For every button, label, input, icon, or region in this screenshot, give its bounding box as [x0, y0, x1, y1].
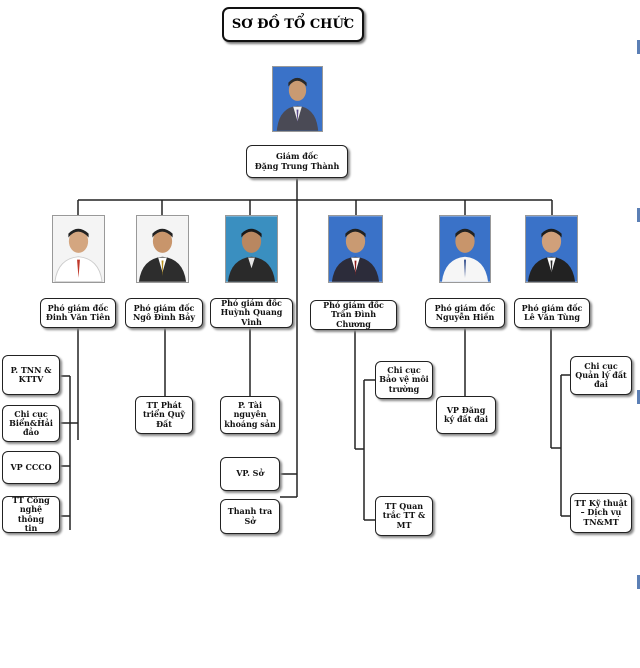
- deputy-photo-2: [136, 215, 189, 283]
- deputy-role: Phó giám đốc: [47, 302, 109, 313]
- unit-line: trường: [388, 383, 420, 394]
- deputy-box-1: Phó giám đốc Đinh Văn Tiên: [40, 298, 116, 328]
- edge-marker: [637, 208, 640, 222]
- unit-line: Bảo vệ môi: [379, 374, 429, 385]
- unit-tt-ky-thuat: TT Kỹ thuật – Dịch vụ TN&MT: [570, 493, 632, 533]
- unit-tt-quan-trac: TT Quan trắc TT & MT: [375, 496, 433, 536]
- deputy-name: Huỳnh Quang Vinh: [220, 307, 283, 327]
- deputy-box-2: Phó giám đốc Ngô Đình Bảy: [125, 298, 203, 328]
- unit-tt-phat-trien: TT Phát triển Quỹ Đất: [135, 396, 193, 434]
- deputy-name: Nguyễn Hiền: [435, 312, 495, 322]
- unit-line: đảo: [22, 427, 40, 438]
- unit-line: Thanh tra: [227, 506, 273, 517]
- unit-line: trắc TT &: [382, 510, 426, 521]
- deputy-role: Phó giám đốc: [434, 302, 496, 313]
- unit-line: VP Đăng: [446, 404, 486, 415]
- unit-line: triển Quỹ: [142, 409, 186, 420]
- unit-line: MT: [396, 519, 412, 530]
- director-name: Đặng Trung Thành: [254, 160, 340, 171]
- deputy-photo-4: [328, 215, 383, 283]
- edge-marker: [637, 40, 640, 54]
- deputy-role: Phó giám đốc: [521, 302, 583, 313]
- unit-line: VP. Sở: [236, 468, 264, 479]
- unit-line: tin: [24, 522, 38, 533]
- director-box: Giám đốc Đặng Trung Thành: [246, 145, 348, 178]
- unit-vp-dang-ky: VP Đăng ký đất đai: [436, 396, 496, 434]
- unit-line: Chi cục: [14, 408, 48, 419]
- unit-chi-cuc-bien: Chi cục Biển&Hải đảo: [2, 405, 60, 442]
- unit-line: đai: [594, 379, 608, 390]
- deputy-name: Lê Văn Tùng: [523, 312, 581, 322]
- unit-thanh-tra: Thanh tra Sở: [220, 499, 280, 534]
- deputy-name: Đinh Văn Tiên: [45, 312, 111, 322]
- unit-line: P. Tài: [237, 400, 263, 411]
- unit-p-tai-nguyen: P. Tài nguyên khoáng sản: [220, 396, 280, 434]
- unit-chi-cuc-qldd: Chi cục Quản lý đất đai: [570, 356, 632, 395]
- unit-vp-so: VP. Sở: [220, 457, 280, 491]
- unit-line: TT Quan: [384, 501, 424, 512]
- unit-line: VP CCCO: [10, 461, 52, 472]
- unit-line: Biển&Hải: [9, 417, 53, 428]
- unit-line: nghệ thông: [17, 504, 45, 524]
- unit-line: – Dịch vụ: [580, 507, 622, 518]
- chart-title: SƠ ĐỒ TỔ CHỨC: [222, 7, 364, 42]
- deputy-role: Phó giám đốc: [221, 298, 282, 309]
- deputy-photo-3: [225, 215, 278, 283]
- deputy-name: Trần Đình Chương: [330, 309, 377, 329]
- deputy-role: Phó giám đốc: [323, 300, 384, 311]
- deputy-name: Ngô Đình Bảy: [132, 312, 196, 322]
- edge-marker: [637, 575, 640, 589]
- director-photo: [272, 66, 323, 132]
- deputy-photo-1: [52, 215, 105, 283]
- deputy-photo-5: [439, 215, 491, 283]
- deputy-box-3: Phó giám đốc Huỳnh Quang Vinh: [210, 298, 293, 328]
- unit-line: KTTV: [18, 374, 44, 384]
- unit-line: TT Phát: [146, 400, 182, 411]
- unit-line: TN&MT: [583, 516, 619, 527]
- unit-line: Đất: [156, 418, 172, 429]
- unit-vp-ccco: VP CCCO: [2, 451, 60, 484]
- unit-line: nguyên: [233, 409, 267, 420]
- unit-line: ký đất đai: [443, 414, 489, 424]
- unit-line: Sở: [244, 515, 256, 526]
- unit-line: TT Công: [12, 495, 50, 506]
- director-role: Giám đốc: [275, 151, 319, 162]
- deputy-role: Phó giám đốc: [133, 302, 195, 313]
- deputy-box-5: Phó giám đốc Nguyễn Hiền: [425, 298, 505, 328]
- deputy-box-6: Phó giám đốc Lê Văn Tùng: [514, 298, 590, 328]
- unit-tt-cntt: TT Công nghệ thông tin: [2, 495, 60, 533]
- unit-line: khoáng sản: [224, 418, 276, 429]
- deputy-box-4: Phó giám đốc Trần Đình Chương: [310, 300, 397, 330]
- unit-line: P. TNN &: [10, 364, 52, 375]
- unit-line: Chi cục: [387, 365, 421, 376]
- edge-marker: [637, 390, 640, 404]
- unit-tnn-kttv: P. TNN & KTTV: [2, 355, 60, 395]
- unit-line: Quản lý đất: [575, 369, 627, 380]
- deputy-photo-6: [525, 215, 578, 283]
- unit-line: Chi cục: [584, 360, 618, 371]
- unit-chi-cuc-bvmt: Chi cục Bảo vệ môi trường: [375, 361, 433, 399]
- unit-line: TT Kỹ thuật: [574, 498, 628, 509]
